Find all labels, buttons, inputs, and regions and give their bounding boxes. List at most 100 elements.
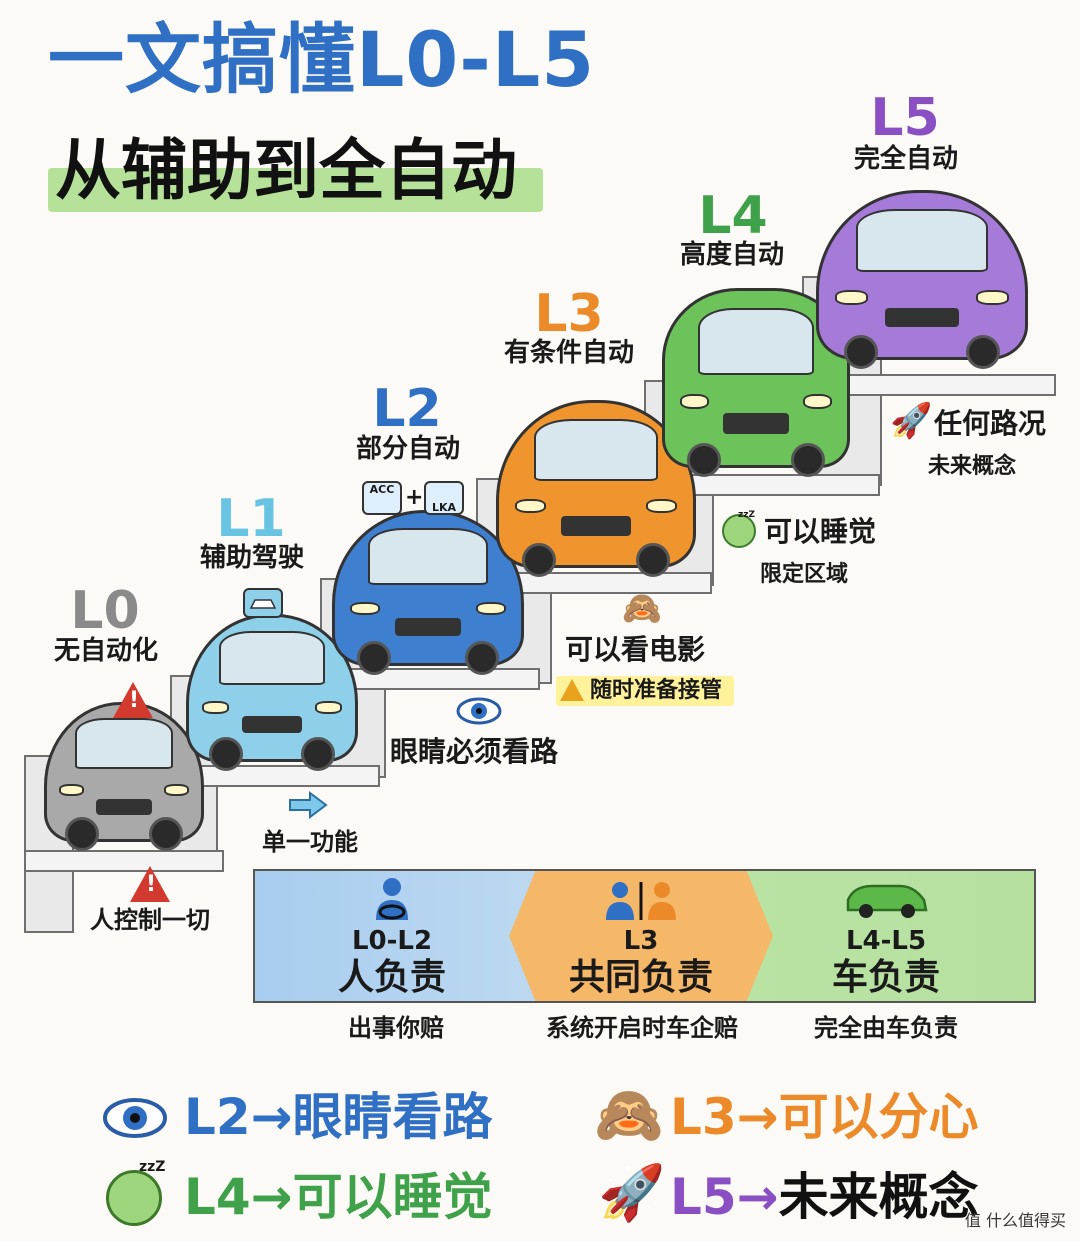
note-l4-sleep: 可以睡觉 [764,515,877,548]
highlight-strip [556,676,734,706]
monkey-icon: 🙈 [594,1083,664,1148]
level-code-l5: L5 [870,88,940,148]
level-code-l4: L4 [698,186,768,246]
sleep-face-icon: zzZ [722,510,756,548]
page-title: 一文搞懂L0-L5 [48,15,596,104]
car-window [218,631,326,686]
summary-l2-text: 眼睛看路 [292,1088,493,1146]
car-wheel [65,817,100,851]
arrow-right-icon [289,791,328,819]
car-headlight [835,289,869,305]
summary-l4: L4→可以睡觉 [184,1172,493,1222]
car-wheel [635,543,670,577]
car-window [74,718,174,770]
car-wheel [148,817,183,851]
summary-arrow: → [250,1088,293,1146]
band-right-role: 车负责 [831,957,940,998]
car-headlight [975,289,1009,305]
note-l1-single-function: 单一功能 [262,828,358,856]
plus-sign: + [405,485,424,510]
car-wheel [686,443,721,477]
car-grill [561,516,631,536]
band-left-role: 人负责 [337,957,446,998]
page-subtitle: 从辅助到全自动 [55,132,517,209]
car-headlight [646,498,678,514]
eye-icon [103,1098,167,1138]
level-code-l0: L0 [70,581,140,641]
car-l0 [44,702,204,851]
car-window [856,209,988,272]
acc-label: ACC [369,483,395,496]
band-mid-role: 共同负责 [568,957,713,998]
summary-l5: L5→未来概念 [670,1172,979,1222]
car-window [368,528,488,585]
car-wheel [791,443,826,477]
summary-arrow: → [250,1168,293,1226]
rocket-icon: 🚀 [890,401,933,441]
car-wheel [301,737,336,771]
car-headlight [803,393,833,410]
band-mid-foot: 系统开启时车企赔 [546,1014,738,1042]
band-mid-code: L3 [623,926,659,956]
summary-arrow: → [736,1088,779,1146]
level-name-l0: 无自动化 [53,636,158,666]
car-wheel [843,335,878,369]
car-grill [242,716,302,734]
band-left-code: L0-L2 [351,926,433,956]
zzz-label: zzZ [738,510,756,520]
note-l5-any-road: 任何路况 [934,407,1047,440]
level-code-l3: L3 [534,284,604,344]
monkey-icon: 🙈 [622,589,662,627]
band-right-code: L4-L5 [845,926,927,956]
level-code-l2: L2 [372,379,442,439]
car-wheel [966,335,1001,369]
car-grill [96,798,152,815]
car-wheel [522,543,557,577]
car-grill [884,307,960,328]
car-grill [394,618,462,636]
summary-l4-text: 可以睡觉 [292,1168,493,1226]
eye-icon [456,697,502,725]
level-code-l1: L1 [216,489,286,549]
car-grill [723,412,789,434]
summary-arrow: → [736,1168,779,1226]
car-window [533,419,659,481]
rocket-icon: 🚀 [598,1161,666,1224]
level-name-l3: 有条件自动 [503,338,634,368]
lka-badge-icon: LKA [424,481,464,515]
car-l4 [662,288,850,477]
car-headlight [59,784,84,797]
summary-l3-code: L3 [670,1088,737,1146]
stair-tread-l0 [24,850,224,872]
note-l4-area: 限定区域 [760,562,849,587]
car-icon [846,884,928,918]
note-l5-future: 未来概念 [928,454,1017,479]
band-left-foot: 出事你赔 [348,1014,444,1042]
car-headlight [679,393,709,410]
car-l5 [816,190,1028,369]
car-wheel [357,641,392,675]
level-name-l4: 高度自动 [679,240,784,270]
note-l3-takeover: 随时准备接管 [590,678,723,703]
car-headlight [315,700,342,714]
car-headlight [476,601,507,615]
lka-label: LKA [431,501,457,514]
sleep-face-icon: zzZ [106,1159,165,1226]
car-headlight [164,784,189,797]
summary-l2: L2→眼睛看路 [184,1092,493,1142]
subtitle-highlight [48,168,543,212]
car-headlight [514,498,546,514]
car-window [697,308,815,375]
car-badge-icon [243,588,283,618]
car-l2 [332,510,524,675]
summary-l3: L3→可以分心 [670,1092,979,1142]
summary-l5-code: L5 [670,1168,737,1226]
car-headlight [349,601,380,615]
shared-people-icon [606,882,676,920]
level-name-l2: 部分自动 [355,434,460,464]
watermark: 值 什么值得买 [964,1211,1066,1230]
note-l3-movie: 可以看电影 [565,633,706,666]
level-name-l1: 辅助驾驶 [199,543,304,573]
level-name-l5: 完全自动 [853,144,958,174]
band-right-foot: 完全由车负责 [814,1014,958,1042]
